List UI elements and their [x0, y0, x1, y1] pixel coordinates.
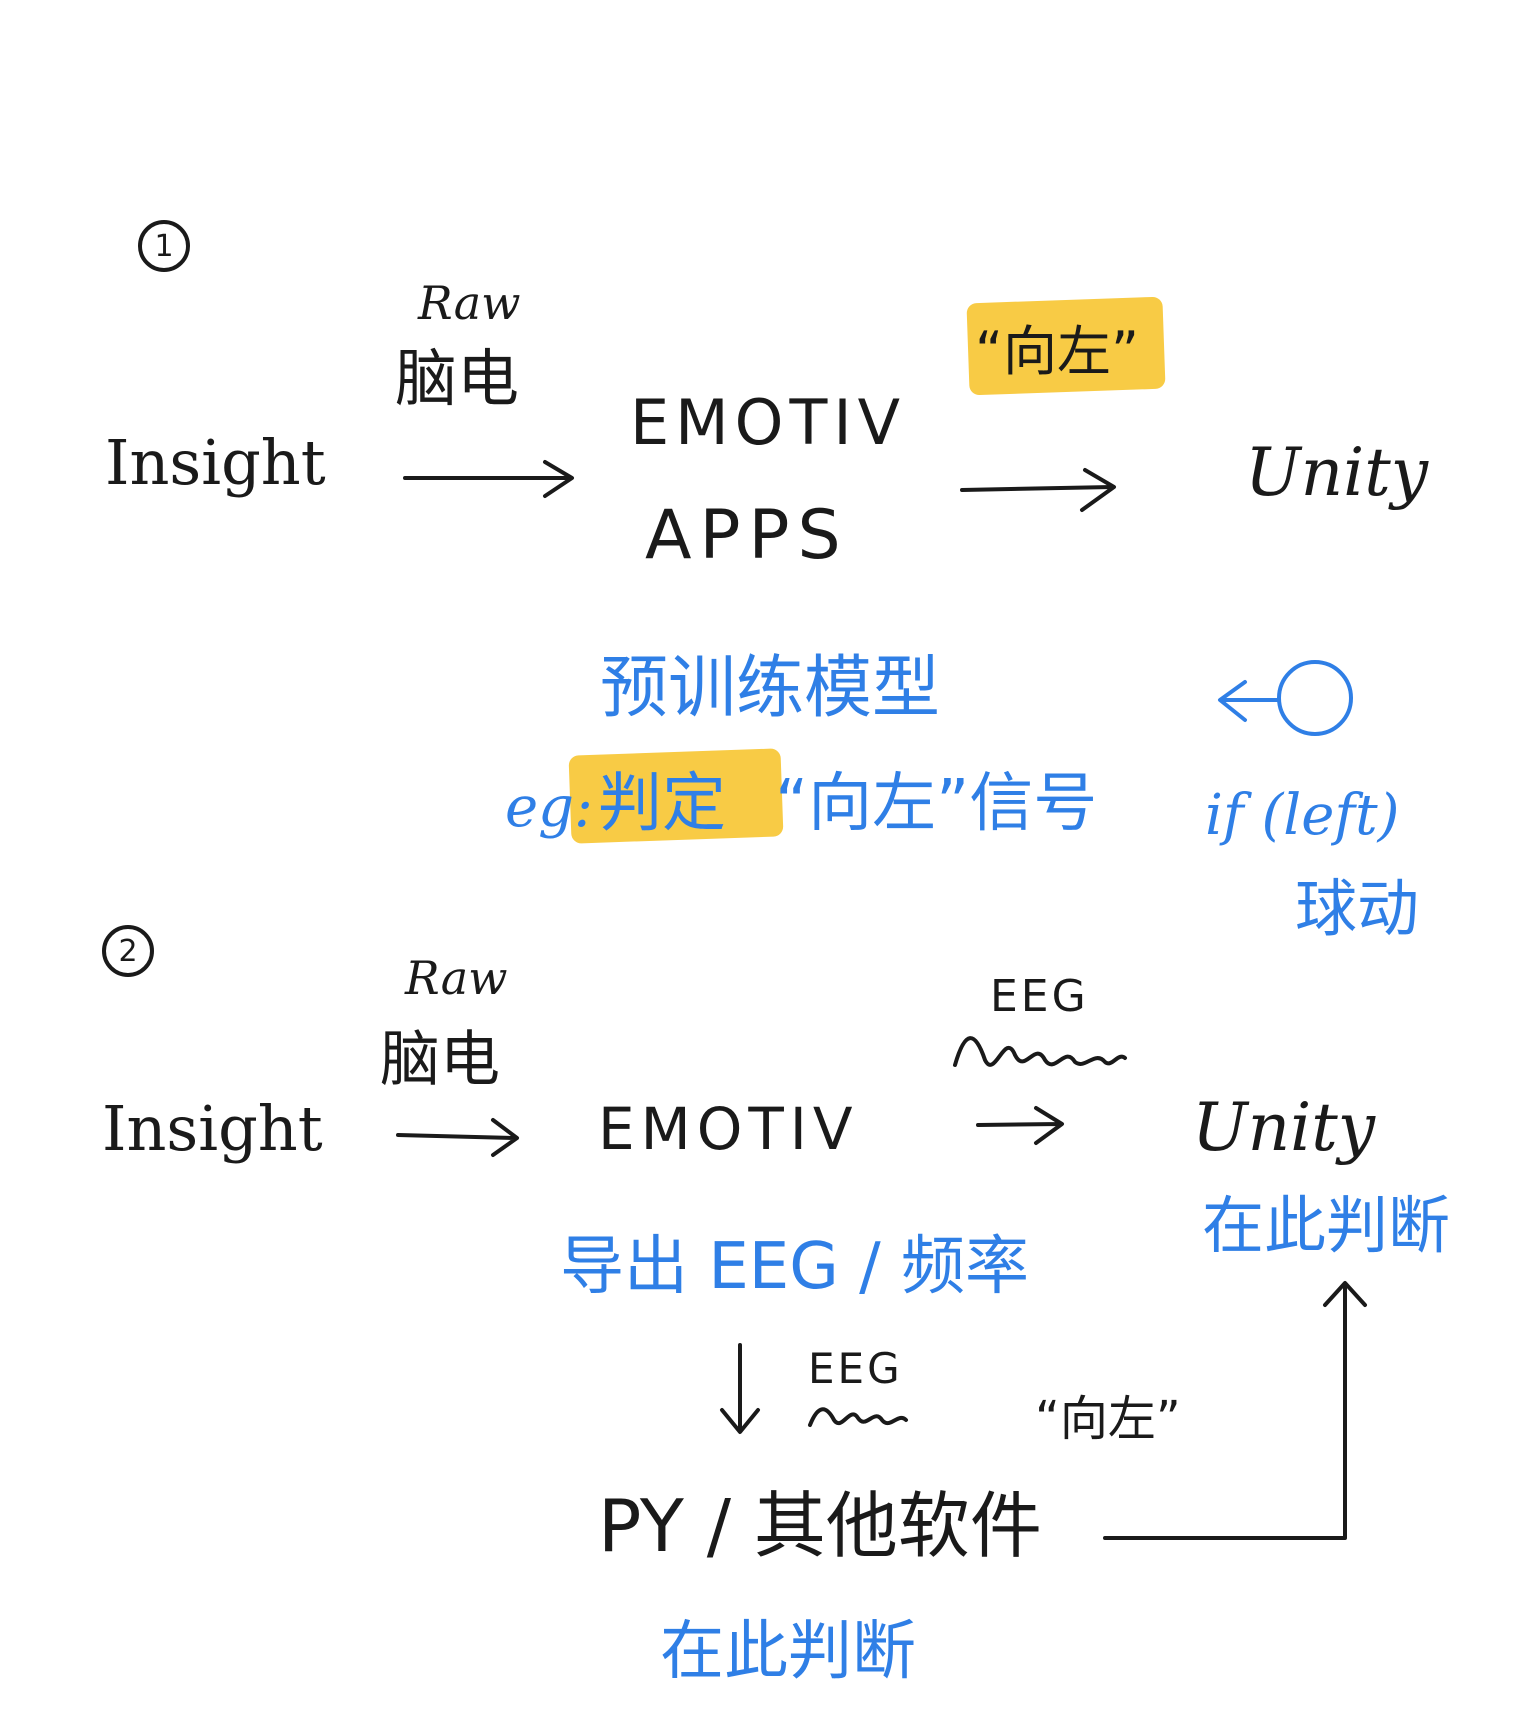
py-other-software: PY / 其他软件 — [598, 1484, 1042, 1568]
eeg-label-down: EEG — [808, 1344, 903, 1393]
raw-label-1: Raw — [418, 276, 521, 330]
target-unity-2: Unity — [1192, 1089, 1376, 1166]
arrow-emotiv-to-unity-1 — [960, 468, 1116, 512]
raw-label-2: Raw — [405, 951, 508, 1005]
if-left-code: if (left) — [1205, 783, 1400, 848]
emotiv-2: EMOTIV — [598, 1095, 859, 1163]
example-left-signal: “向左”信号 — [775, 767, 1098, 841]
arrow-insight-to-emotiv-2 — [396, 1118, 519, 1157]
emotiv-apps-line2: APPS — [645, 496, 849, 575]
brain-label-2: 脑电 — [380, 1025, 500, 1095]
emotiv-apps-line1: EMOTIV — [630, 386, 907, 459]
left-arrow-icon — [1218, 680, 1281, 722]
source-insight-1: Insight — [105, 426, 326, 499]
arrow-emotiv-to-unity-2 — [976, 1106, 1064, 1145]
source-insight-2: Insight — [102, 1092, 323, 1165]
pretrained-model-label: 预训练模型 — [600, 649, 941, 728]
arrow-emotiv-to-py — [720, 1343, 760, 1434]
arrow-py-to-unity — [1103, 1281, 1367, 1540]
example-judge: 判定 — [598, 767, 726, 841]
eeg-wave-down — [808, 1407, 908, 1427]
export-eeg-frequency: 导出 EEG / 频率 — [560, 1230, 1030, 1304]
example-prefix: eg: — [505, 775, 593, 840]
target-unity-1: Unity — [1245, 434, 1429, 511]
eeg-wave-top — [953, 1036, 1127, 1067]
ball-icon — [1277, 660, 1353, 736]
eeg-label-top: EEG — [990, 971, 1089, 1022]
section-2-number: 2 — [102, 925, 154, 977]
judge-here-py: 在此判断 — [660, 1615, 916, 1689]
arrow-insight-to-emotiv-1 — [403, 460, 574, 498]
ball-move-label: 球动 — [1295, 872, 1420, 945]
brain-label-1: 脑电 — [395, 342, 520, 415]
judge-here-unity: 在此判断 — [1202, 1189, 1451, 1262]
signal-left-quote-1: “向左” — [975, 320, 1139, 383]
signal-left-quote-2: “向左” — [1035, 1391, 1181, 1447]
section-1-number: 1 — [138, 220, 190, 272]
